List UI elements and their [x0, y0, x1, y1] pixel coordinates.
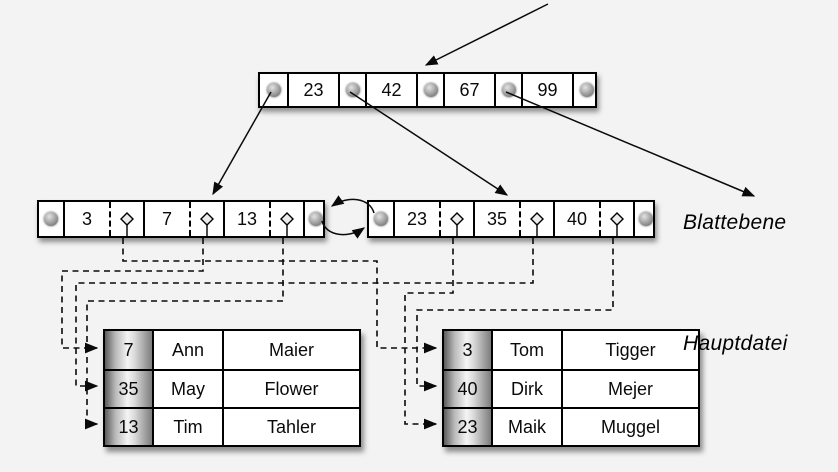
- leaf-pointer-cell: [303, 202, 327, 236]
- leaf-key-cell: 40: [553, 202, 633, 236]
- leaf-pointer-cell: [39, 202, 63, 236]
- pointer-circle-icon: [44, 212, 58, 226]
- leaf-node-right: 23 35 40: [367, 200, 655, 238]
- record-key: 40: [444, 369, 491, 407]
- record-firstname: Ann: [152, 331, 222, 369]
- diamond-icon: [280, 212, 294, 236]
- leaf-level-label: Blattebene: [683, 211, 787, 234]
- record-key: 3: [444, 331, 491, 369]
- pointer-circle-icon: [579, 83, 594, 97]
- pointer-circle-icon: [423, 83, 438, 97]
- record-pointer-slot: [439, 202, 473, 236]
- diamond-icon: [610, 212, 624, 236]
- record-lastname: Flower: [222, 369, 359, 407]
- root-key-1: 42: [381, 79, 402, 100]
- leaf-key: 35: [486, 208, 508, 229]
- record-key: 35: [105, 369, 152, 407]
- record-lastname: Tahler: [222, 407, 359, 445]
- root-key-cell-1: 42: [365, 74, 416, 106]
- root-pointer-cell-4: [572, 74, 599, 106]
- root-key-cell-3: 99: [521, 74, 572, 106]
- main-file-table-right: 3 Tom Tigger 40 Dirk Mejer 23 Maik Mugge…: [442, 329, 700, 447]
- diamond-icon: [530, 212, 544, 236]
- leaf-key: 3: [81, 208, 92, 229]
- leaf-key: 23: [406, 208, 428, 229]
- record-lastname: Muggel: [561, 407, 698, 445]
- leaf-key: 40: [566, 208, 588, 229]
- leaf-key-cell: 7: [143, 202, 223, 236]
- pointer-circle-icon: [501, 83, 516, 97]
- pointer-circle-icon: [309, 212, 323, 226]
- diamond-icon: [450, 212, 464, 236]
- leaf-key: 13: [236, 208, 258, 229]
- root-pointer-cell-3: [494, 74, 521, 106]
- record-firstname: Tim: [152, 407, 222, 445]
- root-pointer-cell-0: [260, 74, 287, 106]
- root-key-0: 23: [303, 79, 324, 100]
- pointer-circle-icon: [345, 83, 360, 97]
- record-key: 7: [105, 331, 152, 369]
- record-lastname: Maier: [222, 331, 359, 369]
- root-key-3: 99: [537, 79, 558, 100]
- leaf-key: 7: [161, 208, 172, 229]
- root-key-cell-0: 23: [287, 74, 338, 106]
- curved-double-arrow-icon: [321, 220, 366, 239]
- leaf-key-cell: 23: [393, 202, 473, 236]
- root-key-cell-2: 67: [443, 74, 494, 106]
- leaf-key-cell: 3: [63, 202, 143, 236]
- pointer-circle-icon: [266, 83, 281, 97]
- pointer-circle-icon: [374, 212, 388, 226]
- record-key: 23: [444, 407, 491, 445]
- record-firstname: Tom: [491, 331, 561, 369]
- leaf-pointer-cell: [369, 202, 393, 236]
- leaf-key-cell: 35: [473, 202, 553, 236]
- arrow-into-root: [424, 3, 549, 66]
- record-pointer-slot: [599, 202, 633, 236]
- diamond-icon: [200, 212, 214, 236]
- leaf-key-cell: 13: [223, 202, 303, 236]
- diamond-icon: [120, 212, 134, 236]
- leaf-node-left: 3 7 13: [37, 200, 325, 238]
- record-firstname: Maik: [491, 407, 561, 445]
- record-pointer-slot: [109, 202, 143, 236]
- main-file-table-left: 7 Ann Maier 35 May Flower 13 Tim Tahler: [103, 329, 361, 447]
- leaf-pointer-cell: [633, 202, 657, 236]
- record-pointer-slot: [519, 202, 553, 236]
- root-node: 23 42 67 99: [258, 72, 597, 108]
- main-file-label: Hauptdatei: [683, 332, 788, 355]
- record-pointer-slot: [269, 202, 303, 236]
- root-key-2: 67: [459, 79, 480, 100]
- record-lastname: Tigger: [561, 331, 698, 369]
- record-lastname: Mejer: [561, 369, 698, 407]
- pointer-circle-icon: [639, 212, 653, 226]
- root-pointer-cell-2: [416, 74, 443, 106]
- record-pointer-slot: [189, 202, 223, 236]
- record-firstname: Dirk: [491, 369, 561, 407]
- root-pointer-cell-1: [338, 74, 365, 106]
- record-key: 13: [105, 407, 152, 445]
- record-firstname: May: [152, 369, 222, 407]
